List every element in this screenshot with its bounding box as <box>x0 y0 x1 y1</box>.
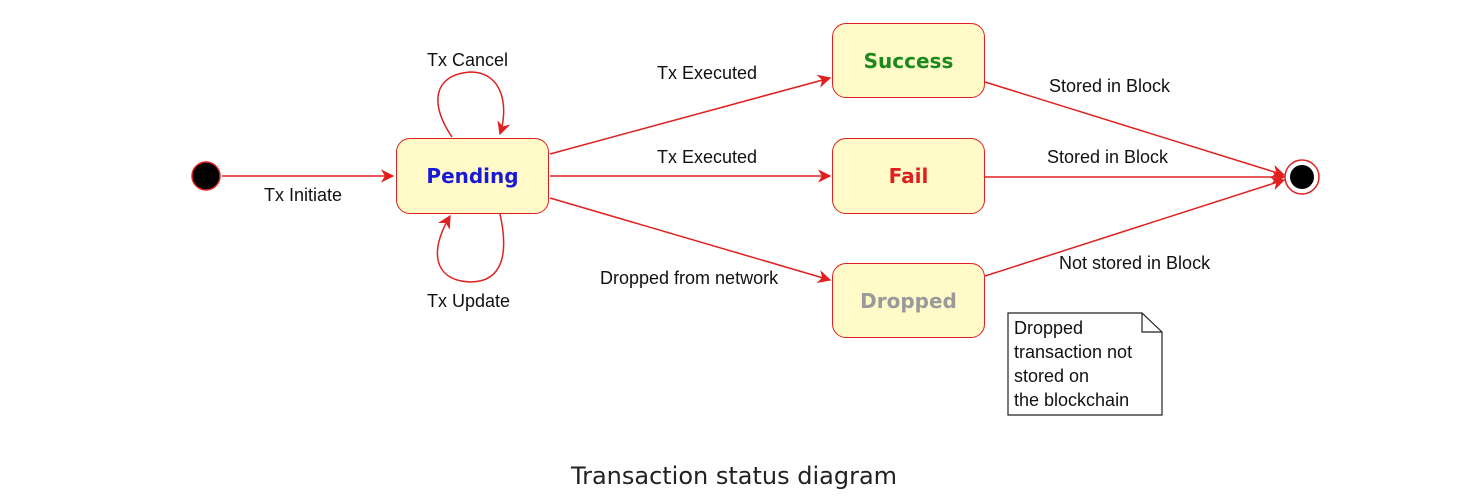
label-stored-in-block-success: Stored in Block <box>1049 76 1171 96</box>
edge-cancel-loop <box>437 71 511 138</box>
label-tx-initiate: Tx Initiate <box>264 185 343 205</box>
final-node-inner <box>1290 165 1314 189</box>
dropped-note: Dropped transaction not stored on the bl… <box>1008 313 1162 415</box>
label-tx-update: Tx Update <box>427 291 511 311</box>
initial-node <box>191 161 221 191</box>
edge-dropped-from-network <box>549 197 832 284</box>
note-shape <box>1007 312 1163 416</box>
label-dropped-from-network: Dropped from network <box>600 268 779 288</box>
state-pending: Pending <box>396 138 549 214</box>
edge-executed-success <box>549 74 832 155</box>
state-dropped-label: Dropped <box>860 288 957 313</box>
edge-success-to-end <box>984 81 1286 178</box>
note-line-3: stored on <box>1014 366 1090 386</box>
label-tx-cancel: Tx Cancel <box>427 50 509 70</box>
state-dropped: Dropped <box>832 263 985 338</box>
edge-dropped-to-end <box>984 177 1286 277</box>
label-tx-executed-fail: Tx Executed <box>657 147 758 167</box>
state-pending-label: Pending <box>426 164 519 188</box>
state-success: Success <box>832 23 985 98</box>
note-line-4: the blockchain <box>1014 390 1130 410</box>
note-line-2: transaction not <box>1014 342 1133 362</box>
label-stored-in-block-fail: Stored in Block <box>1047 147 1169 167</box>
state-fail: Fail <box>832 138 985 214</box>
state-success-label: Success <box>863 48 954 73</box>
edge-update-loop <box>436 213 505 283</box>
diagram-caption: Transaction status diagram <box>570 462 898 490</box>
note-fold <box>1141 313 1162 333</box>
label-tx-executed-success: Tx Executed <box>657 63 758 83</box>
state-fail-label: Fail <box>888 164 929 188</box>
label-not-stored-in-block: Not stored in Block <box>1059 253 1211 273</box>
note-line-1: Dropped <box>1014 318 1084 338</box>
